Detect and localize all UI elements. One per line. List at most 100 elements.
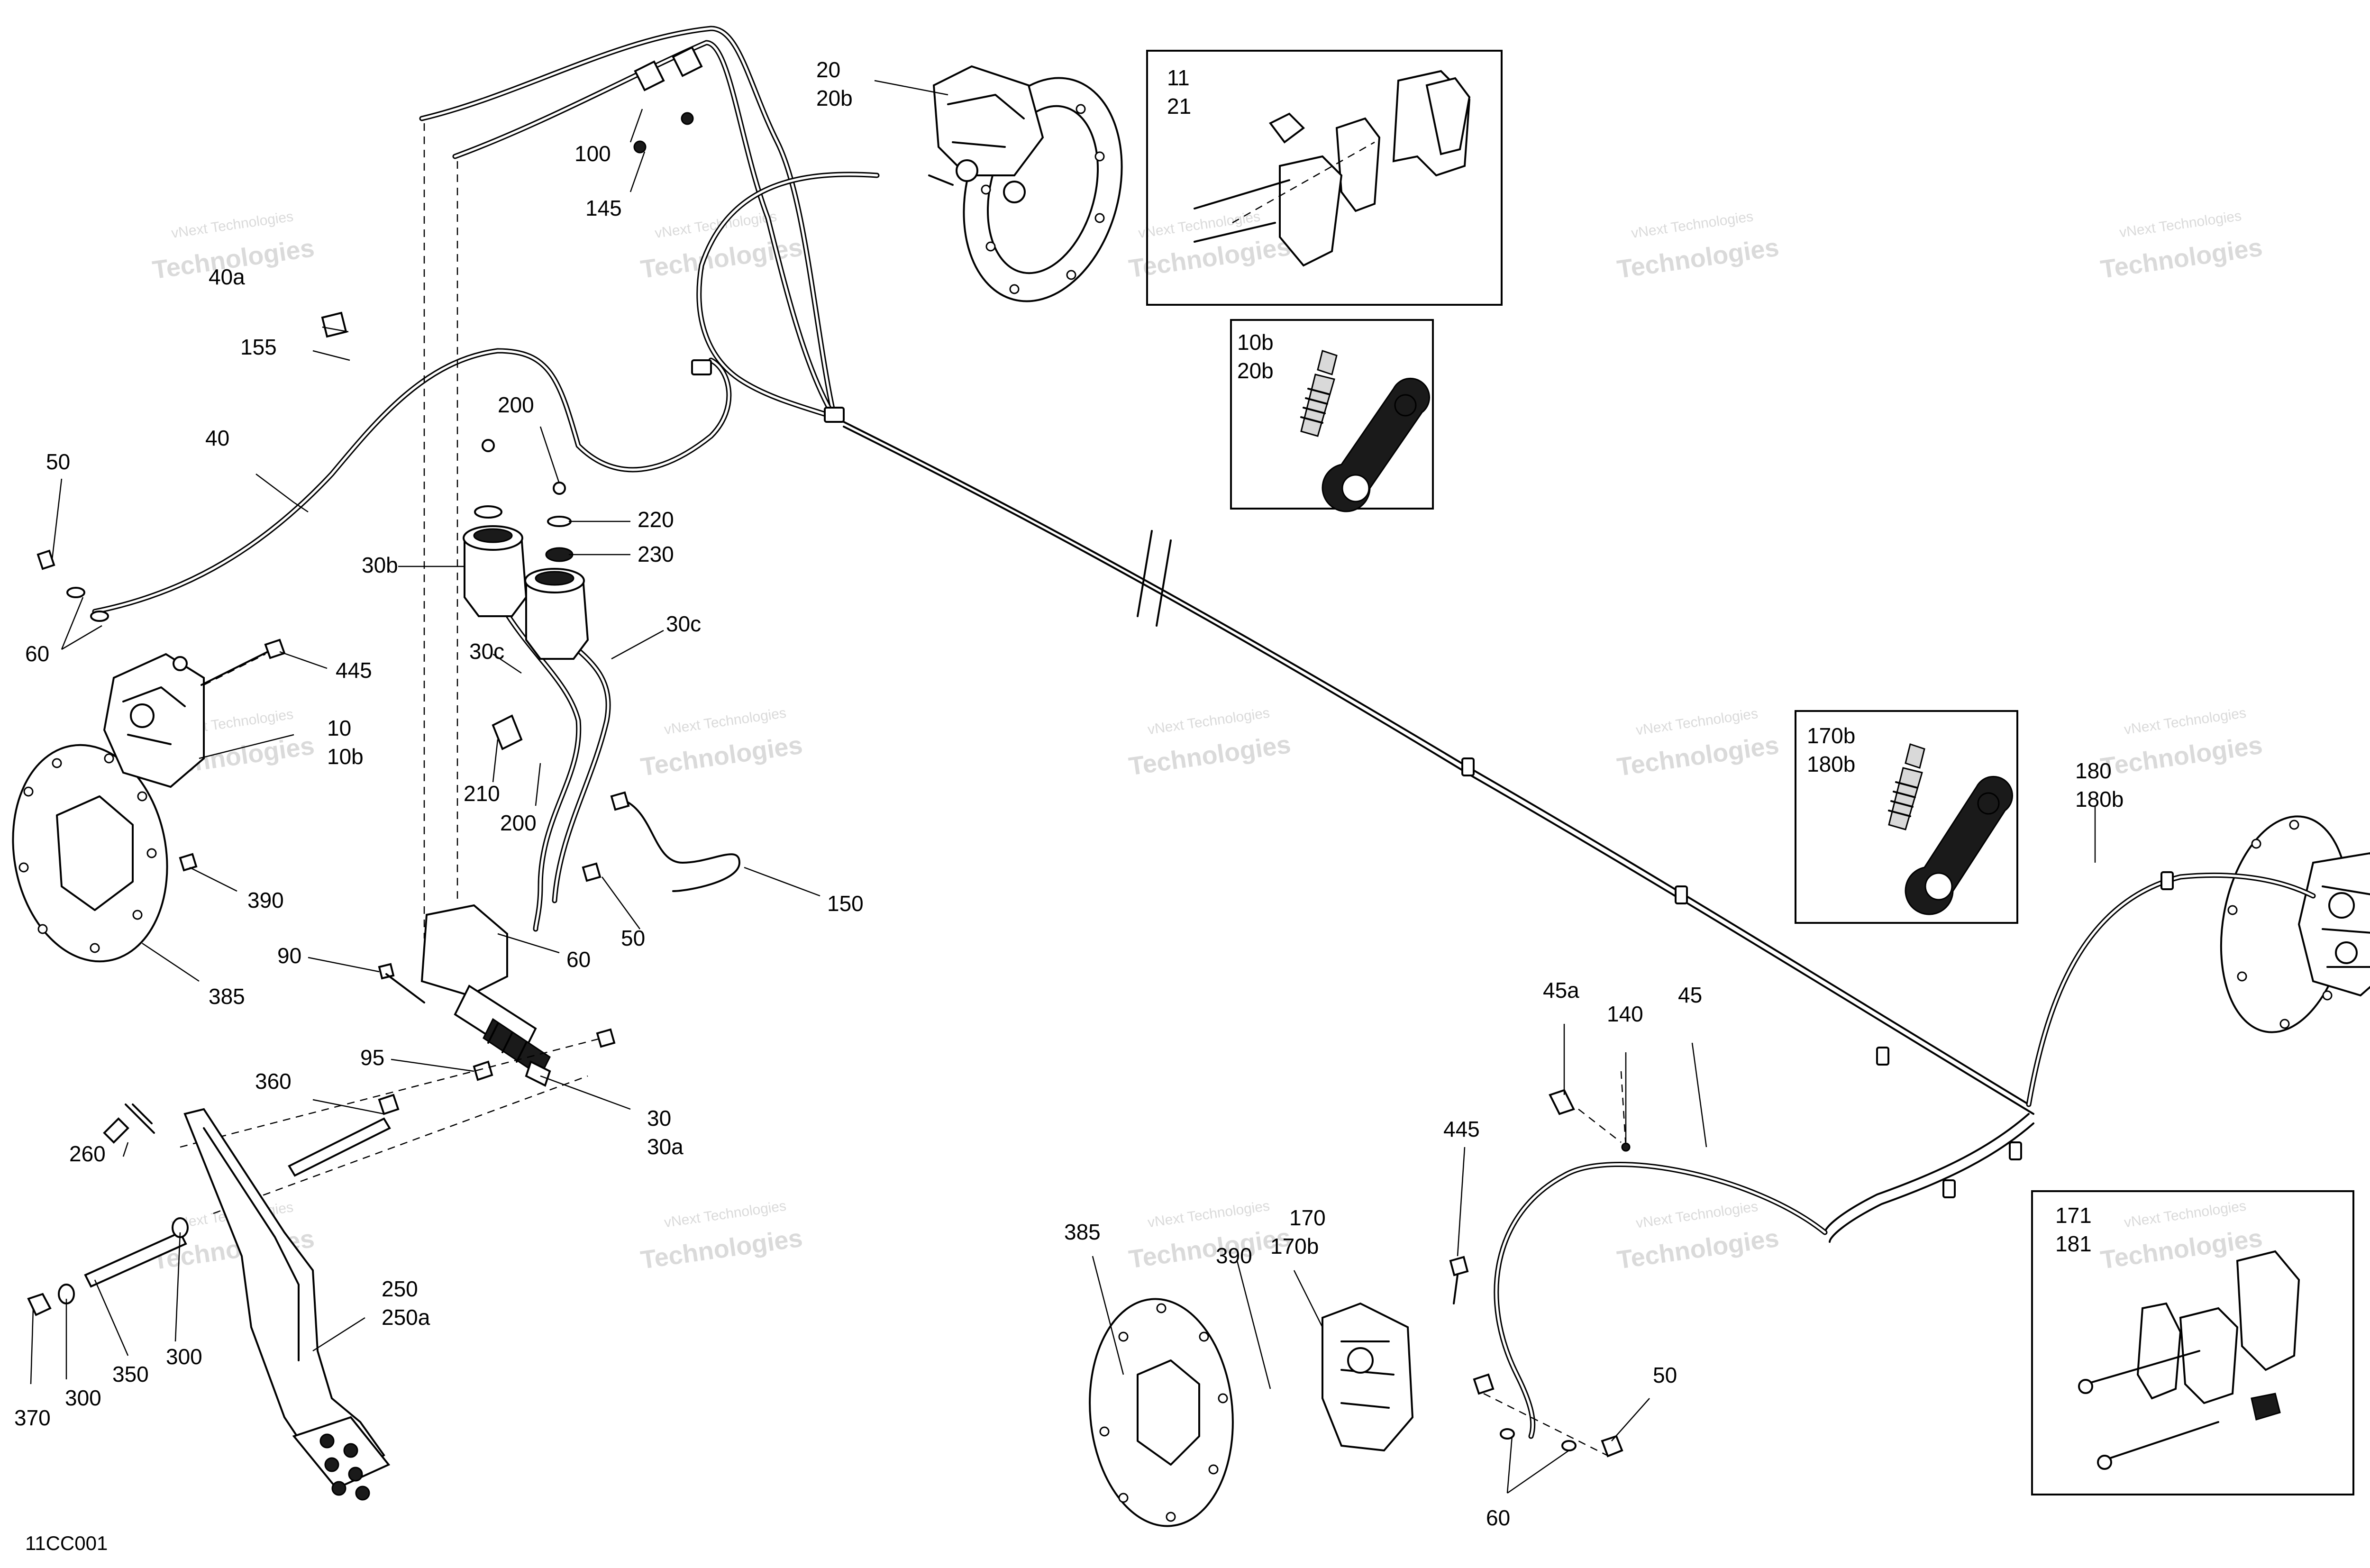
bleeder-screw-icon [1300,350,1338,437]
front-left-brake-disc [12,744,168,963]
watermark: vNext Technologies [2118,208,2242,241]
callout-40: 40 [205,426,229,450]
small-fittings [36,46,1631,1458]
front-left-caliper [103,653,205,788]
rear-right-caliper [2297,852,2370,997]
rear-left-caliper [1322,1302,1414,1452]
detail-box-pads-front: 11 21 [1146,50,1503,306]
callout-30c-left: 30c [469,639,504,664]
callout-385-left: 385 [209,984,245,1009]
diagram-code: 11CC001 [25,1532,108,1554]
callout-11: 11 [1167,65,1190,90]
watermark: Technologies [1127,1223,1293,1274]
leader-lines [30,109,2096,1494]
callout-45a: 45a [1543,978,1579,1003]
assembly-dash-lines [180,123,1627,1456]
callout-21: 21 [1167,94,1191,119]
callout-10b-label: 10b [327,744,364,769]
callout-230: 230 [638,542,674,566]
master-cylinder [420,904,551,1087]
callout-95: 95 [360,1045,384,1070]
callout-45: 45 [1678,983,1702,1007]
watermark: Technologies [639,1224,804,1275]
callout-370: 370 [14,1405,51,1430]
callout-360: 360 [255,1069,292,1094]
callout-445-right: 445 [1443,1117,1480,1141]
callout-30: 30 [647,1106,671,1130]
callout-100: 100 [574,141,611,166]
callout-20b: 20b [1237,358,1274,383]
watermark: vNext Technologies [2123,1198,2247,1231]
callout-30a: 30a [647,1134,684,1159]
watermark: vNext Technologies [663,1198,787,1231]
callout-390-right: 390 [1216,1243,1252,1268]
callout-180: 180 [2075,758,2112,783]
detail-box-frame [1146,50,1503,306]
brake-pedal-assembly [103,1103,391,1501]
callout-155: 155 [240,335,277,359]
watermark: vNext Technologies [1635,706,1759,738]
reservoir-hardware [474,439,574,750]
callout-50-top: 50 [46,449,70,474]
brake-reservoir-30b [463,525,528,617]
callout-140: 140 [1607,1002,1643,1026]
watermark: Technologies [1615,731,1781,782]
watermark: vNext Technologies [1635,1199,1759,1231]
callout-170: 170 [1289,1205,1326,1230]
front-right-caliper [928,65,1044,203]
brake-lines [92,26,2316,1439]
callout-10b: 10b [1237,330,1274,355]
bolt-445-rear [1449,1256,1495,1395]
watermark: vNext Technologies [2123,705,2247,738]
callout-250a: 250a [382,1305,430,1330]
callout-30b: 30b [362,553,398,577]
callout-150: 150 [827,891,864,916]
leader-line [874,80,948,96]
callout-labels: 100 145 40a 155 40 50 60 200 220 230 30b… [14,141,2124,1530]
watermark: Technologies [639,731,804,782]
callout-390-left: 390 [247,888,284,912]
watermark: vNext Technologies [1147,1198,1271,1231]
spring-260 [125,1103,155,1134]
callout-250: 250 [382,1276,418,1301]
callout-50-right: 50 [1653,1363,1677,1387]
brake-pad-set-icon [1194,70,1471,267]
bracket-210 [492,714,523,750]
callout-385-right: 385 [1064,1220,1101,1244]
callout-40a: 40a [209,264,245,289]
watermark: vNext Technologies [663,705,787,738]
watermark: vNext Technologies [1147,705,1271,738]
callout-260: 260 [69,1141,106,1166]
watermark: vNext Technologies [170,209,294,241]
callout-50-mid: 50 [621,926,645,950]
detail-box-bleeder-rear: 170b 180b [1795,710,2018,924]
callout-30c-right: 30c [666,611,701,636]
watermark: vNext Technologies [1630,209,1754,241]
detail-box-pads-rear: 171 181 [2031,1190,2354,1495]
callout-181: 181 [2055,1231,2092,1256]
bleeder-screw-icon [1888,743,1925,830]
rear-left-brake-disc [1089,1298,1234,1527]
pedal-hardware [27,1094,400,1316]
callout-180b: 180b [1807,752,1855,776]
caliper-bolt-445 [201,638,286,686]
callout-445-left: 445 [336,658,372,683]
master-cylinder-fasteners [378,791,630,1081]
callout-145: 145 [585,196,622,220]
callout-60-left: 60 [25,641,49,666]
callout-300-a: 300 [166,1344,202,1369]
detail-box-frame [1230,319,1434,510]
watermark: Technologies [1615,1224,1781,1275]
callout-220: 220 [638,507,674,532]
callout-20b: 20b [816,86,853,110]
watermark: Technologies [2099,233,2264,284]
callout-300-b: 300 [65,1386,101,1410]
detail-box-frame [2031,1190,2354,1495]
line-clips [691,359,2174,1198]
bleeder-cap-icon [1905,775,2014,915]
callout-10: 10 [327,716,351,740]
callout-350: 350 [112,1362,149,1386]
brake-pad-set-icon [2078,1250,2300,1470]
detail-box-frame [1795,710,2018,924]
